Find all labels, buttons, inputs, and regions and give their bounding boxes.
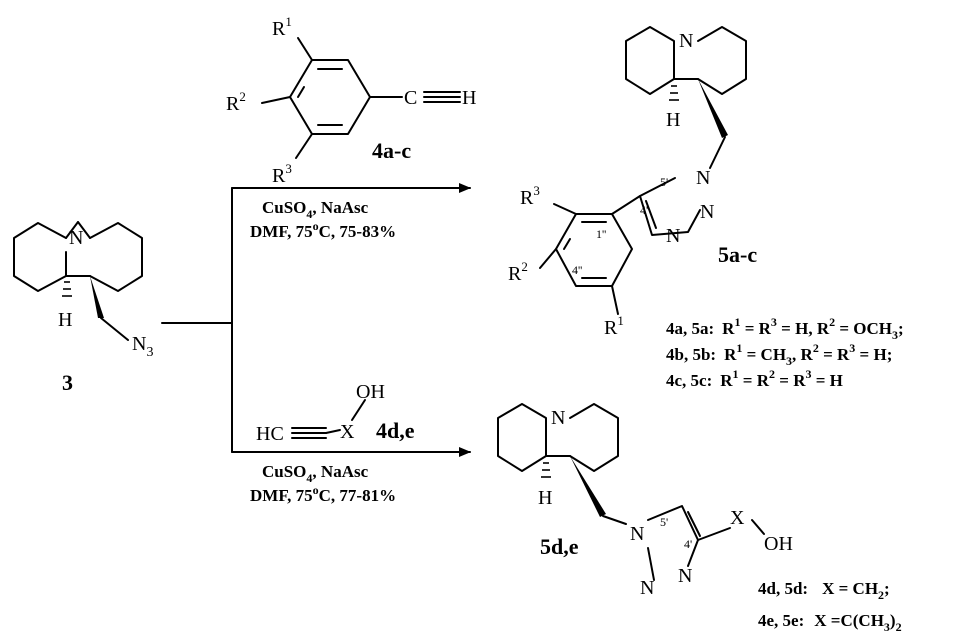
product-r2: R2 [508, 259, 528, 285]
compound-5d-e-label: 5d,e [540, 534, 579, 559]
triazole-n2-a: N [700, 201, 714, 223]
bottom-reagents: CuSO4, NaAsc [262, 462, 369, 485]
atom-n: N [69, 227, 83, 249]
substituent-r1: R1 [272, 14, 292, 40]
product-a-atom-n: N [679, 30, 693, 52]
triazole-n2-d: N [640, 577, 654, 599]
product-d-atom-n: N [551, 407, 565, 429]
atom-h: H [58, 309, 72, 331]
product-r3: R3 [520, 183, 540, 209]
triazole-n1-d: N [630, 523, 644, 545]
triazole-n3-d: N [678, 565, 692, 587]
top-reagents: CuSO4, NaAsc [262, 198, 369, 221]
atom-hc: HC [256, 423, 284, 445]
top-conditions: DMF, 75oC, 75-83% [250, 219, 396, 241]
bond-n-left [65, 221, 79, 239]
locant-4prime-d: 4' [684, 537, 692, 551]
compound-5a-c-label: 5a-c [718, 242, 757, 267]
azide-label: N3 [132, 333, 153, 360]
substituent-row-4c: 4c, 5c:R1 = R2 = R3 = H [666, 367, 843, 390]
locant-5prime-a: 5' [660, 175, 668, 189]
compound-3-label: 3 [62, 370, 73, 395]
hashed-h-bond [62, 281, 72, 297]
substituent-row-4d: 4d, 5d:X = CH2; [758, 579, 890, 602]
product-5d-e-structure [497, 403, 765, 581]
locant-4dprime: 4'' [572, 263, 582, 277]
locant-1dprime: 1'' [596, 227, 606, 241]
substituent-table-d-e: 4d, 5d:X = CH2; 4e, 5e:X =C(CH3)2 [758, 579, 902, 634]
product-atom-oh: OH [764, 533, 793, 555]
substituent-row-4b: 4b, 5b:R1 = CH3, R2 = R3 = H; [666, 341, 892, 368]
locant-5prime-d: 5' [660, 515, 668, 529]
substituent-r2: R2 [226, 89, 246, 115]
alkyne-4a-c-structure [261, 37, 461, 159]
compound-4d-e-label: 4d,e [376, 418, 415, 443]
triazole-n1-a: N [696, 167, 710, 189]
atom-oh: OH [356, 381, 385, 403]
compound-4a-c-label: 4a-c [372, 138, 411, 163]
alkyne-4d-e-structure [291, 399, 366, 439]
product-atom-x: X [730, 507, 745, 529]
substituent-r3: R3 [272, 161, 292, 187]
substituent-table-a-c: 4a, 5a:R1 = R3 = H, R2 = OCH3; 4b, 5b:R1… [666, 315, 904, 390]
atom-c-alkyne: C [404, 87, 417, 109]
atom-h-alkyne: H [462, 87, 476, 109]
bottom-conditions: DMF, 75oC, 77-81% [250, 483, 396, 505]
triazole-n3-a: N [666, 225, 680, 247]
product-d-atom-h: H [538, 487, 552, 509]
product-r1: R1 [604, 313, 624, 339]
substituent-row-4a: 4a, 5a:R1 = R3 = H, R2 = OCH3; [666, 315, 904, 342]
product-5a-c-structure [539, 26, 747, 315]
compound-3-structure [13, 221, 143, 341]
product-a-atom-h: H [666, 109, 680, 131]
atom-x: X [340, 421, 355, 443]
wedge-bond [90, 276, 104, 318]
substituent-row-4e: 4e, 5e:X =C(CH3)2 [758, 611, 902, 634]
bond-n-right [77, 221, 91, 239]
locant-4prime-a: 4' [640, 203, 648, 217]
